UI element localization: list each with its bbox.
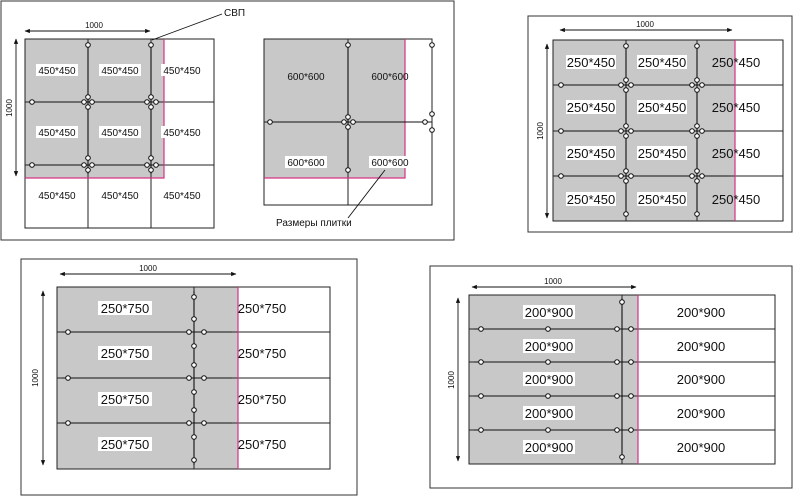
tile-label: 250*750 <box>238 392 286 407</box>
leveling-system-lines <box>474 298 634 460</box>
width-dimension-label: 1000 <box>139 264 157 273</box>
tile-label: 250*750 <box>238 301 286 316</box>
svp-callout-label: СВП <box>224 8 245 19</box>
height-dimension-label: 1000 <box>5 99 14 117</box>
width-dimension: 1000 <box>59 264 237 277</box>
tile-label: 250*750 <box>101 301 149 316</box>
tile-label: 250*450 <box>712 192 760 207</box>
tile-sizes-callout-label: Размеры плитки <box>276 218 352 229</box>
leveling-system-lines <box>62 291 232 465</box>
tile-label: 200*900 <box>677 440 725 455</box>
tile-label: 450*450 <box>38 66 76 77</box>
height-dimension-label: 1000 <box>31 369 40 387</box>
height-dimension: 1000 <box>5 38 19 177</box>
height-dimension-label: 1000 <box>447 371 456 389</box>
height-dimension-label: 1000 <box>536 122 545 140</box>
tile-label: 250*450 <box>638 146 686 161</box>
tile-label: 200*900 <box>677 406 725 421</box>
tile-labels: 250*450 250*450 250*450 250*450 250*450 … <box>566 55 760 207</box>
tile-label: 450*450 <box>101 128 139 139</box>
width-dimension: 1000 <box>559 20 733 33</box>
leveling-system-lines <box>29 42 160 174</box>
tile-label: 250*450 <box>638 192 686 207</box>
width-dimension: 1000 <box>471 277 637 290</box>
tile-label: 250*750 <box>238 346 286 361</box>
tile-label: 250*450 <box>712 100 760 115</box>
tile-label: 200*900 <box>677 372 725 387</box>
panel-tile-250x450: 1000 1000 250*450 250*450 250*450 250*45… <box>527 15 793 233</box>
svp-callout: СВП <box>151 8 245 41</box>
tile-label: 200*900 <box>525 406 573 421</box>
tile-label: 450*450 <box>163 128 201 139</box>
tile-label: 200*900 <box>525 440 573 455</box>
panel-tile-600: 600*600 600*600 600*600 600*600 Размеры … <box>263 38 435 229</box>
tile-label: 250*750 <box>101 346 149 361</box>
width-dimension: 1000 <box>24 21 151 34</box>
tile-label: 600*600 <box>371 158 409 169</box>
tile-label: 450*450 <box>38 191 76 202</box>
tile-label: 250*750 <box>238 437 286 452</box>
tile-label: 200*900 <box>677 339 725 354</box>
tile-label: 250*450 <box>638 55 686 70</box>
tile-label: 200*900 <box>525 339 573 354</box>
tile-label: 450*450 <box>101 191 139 202</box>
tile-label: 250*450 <box>712 55 760 70</box>
tile-label: 200*900 <box>677 305 725 320</box>
svp-boundary-line <box>25 39 165 179</box>
tile-label: 250*450 <box>567 192 615 207</box>
panel-tile-200x900: 1000 1000 200*900 200*900 200*900 200*90… <box>429 265 793 489</box>
tile-labels: 450*450 450*450 450*450 450*450 450*450 … <box>36 64 203 202</box>
compensator-area <box>25 39 164 178</box>
tile-label: 450*450 <box>163 191 201 202</box>
tile-sizes-callout: Размеры плитки <box>276 169 386 229</box>
tile-label: 250*450 <box>567 146 615 161</box>
panel-tile-450: 1000 1000 СВП 450*450 450*450 450*450 45… <box>0 0 455 241</box>
tile-label: 200*900 <box>525 305 573 320</box>
height-dimension: 1000 <box>31 290 46 466</box>
tile-label: 200*900 <box>525 372 573 387</box>
leveling-system-lines <box>558 43 730 217</box>
tile-label: 250*450 <box>712 146 760 161</box>
tile-label: 600*600 <box>287 72 325 83</box>
width-dimension-label: 1000 <box>636 20 654 29</box>
svp-boundary-line <box>264 39 406 179</box>
tile-labels: 250*750 250*750 250*750 250*750 250*750 … <box>98 301 286 452</box>
tile-labels: 200*900 200*900 200*900 200*900 200*900 … <box>523 305 725 455</box>
height-dimension: 1000 <box>447 297 461 462</box>
width-dimension-label: 1000 <box>544 277 562 286</box>
compensator-area <box>264 39 405 178</box>
panel-tile-250x750: 1000 1000 250*750 250*750 250*750 250*75… <box>20 258 358 496</box>
height-dimension: 1000 <box>536 43 550 219</box>
width-dimension-label: 1000 <box>85 21 103 30</box>
tile-label: 450*450 <box>163 66 201 77</box>
tile-label: 250*750 <box>101 437 149 452</box>
tile-label: 450*450 <box>101 66 139 77</box>
tile-label: 450*450 <box>38 128 76 139</box>
tile-label: 600*600 <box>287 158 325 169</box>
tile-grid <box>24 38 215 229</box>
tile-label: 250*450 <box>638 100 686 115</box>
tile-label: 250*750 <box>101 392 149 407</box>
tile-label: 600*600 <box>371 72 409 83</box>
tile-label: 250*450 <box>567 100 615 115</box>
tile-label: 250*450 <box>567 55 615 70</box>
